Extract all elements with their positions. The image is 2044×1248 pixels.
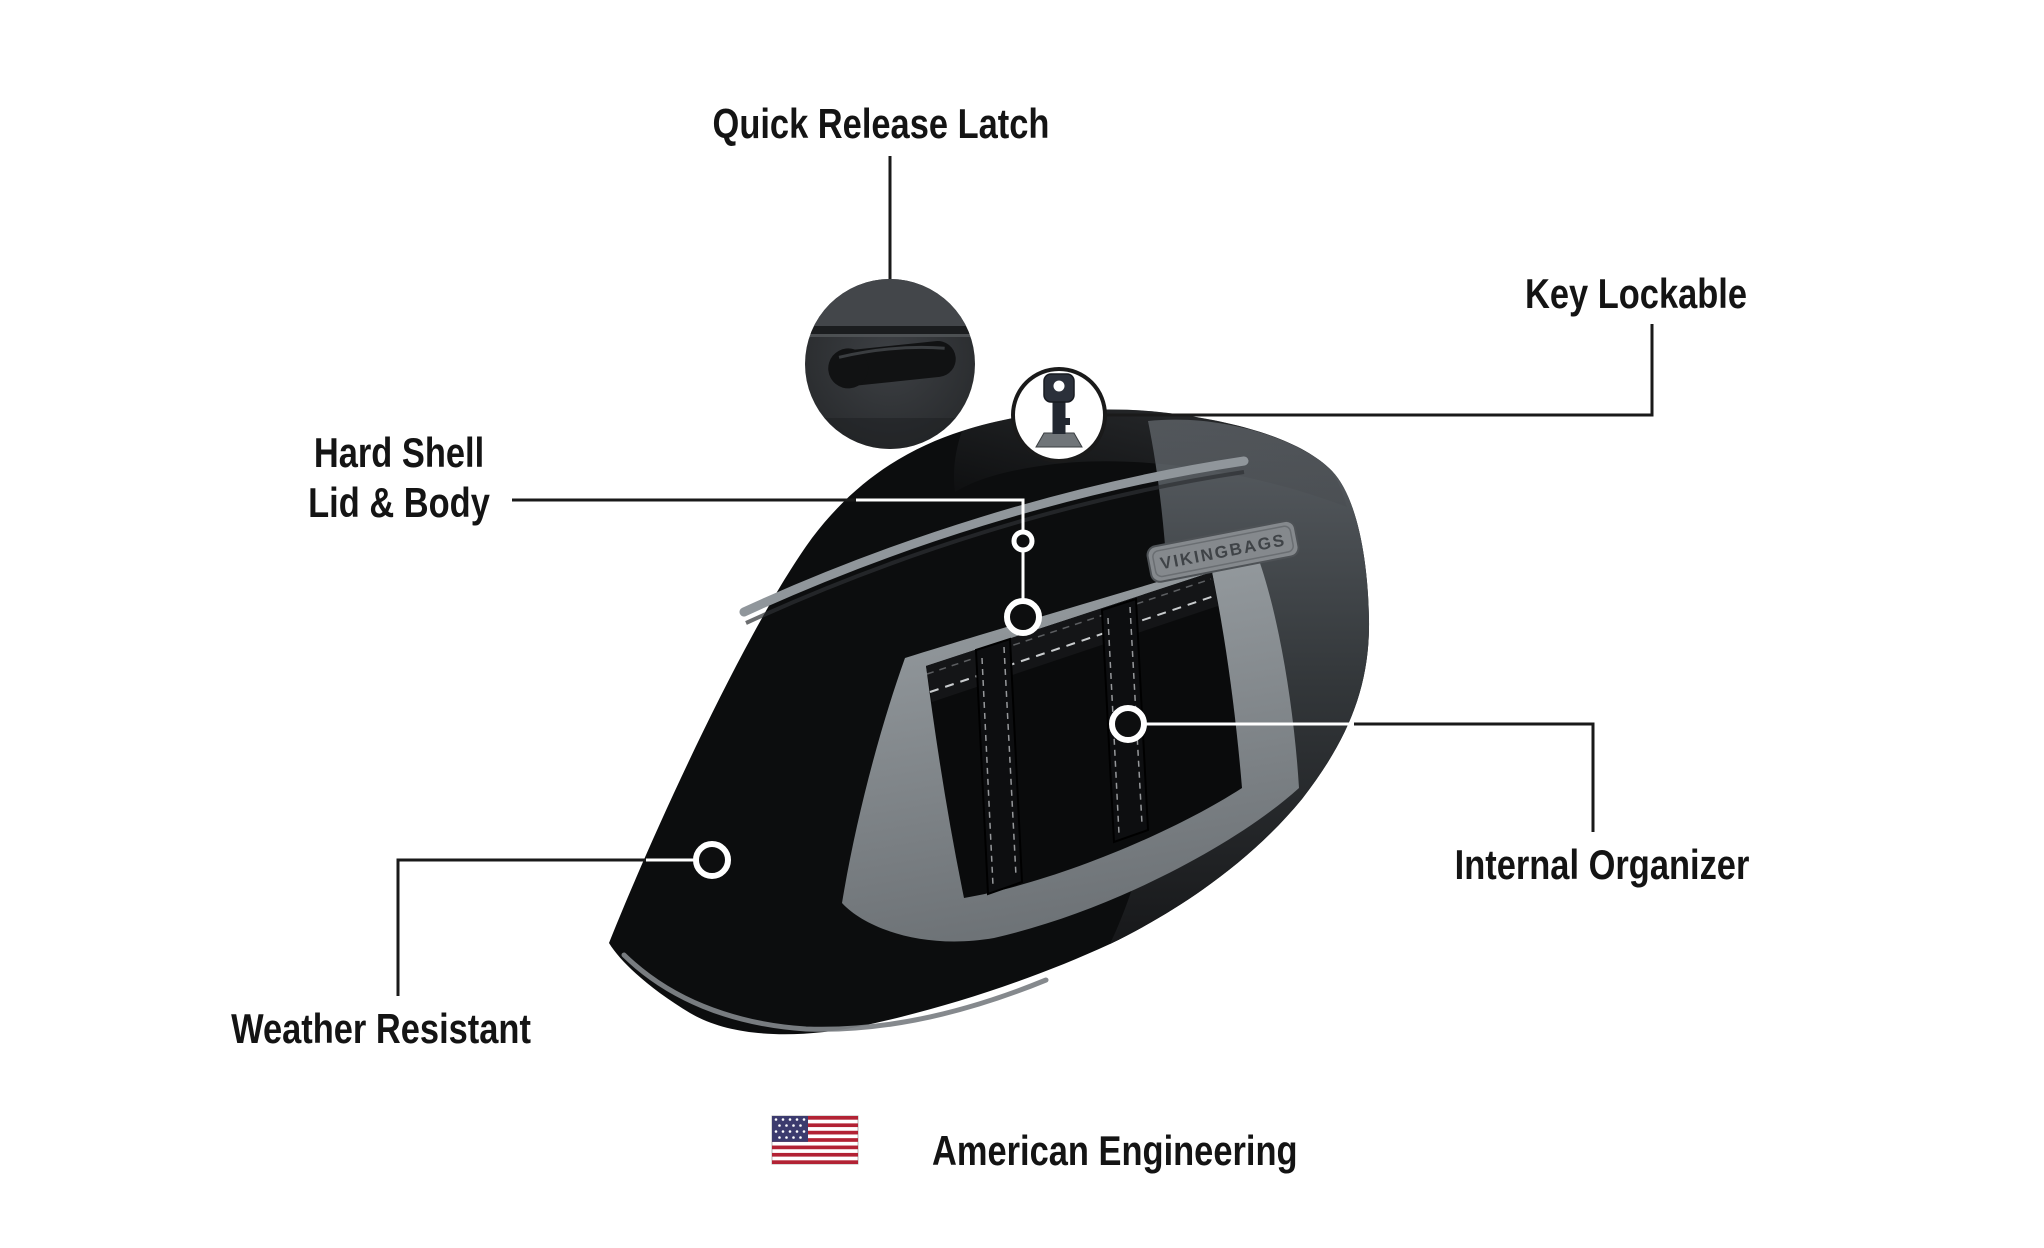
hard-shell-label-line2: Lid & Body <box>308 478 490 526</box>
weather-resistant-callout-line <box>396 858 648 996</box>
organizer-strap-left <box>974 637 1024 896</box>
us-flag-icon <box>771 1115 859 1165</box>
quick-release-latch-inset <box>805 279 975 449</box>
saddlebag-illustration: VIKINGBAGS <box>609 409 1370 1035</box>
key-icon <box>1035 373 1083 448</box>
lid-seam-shadow <box>745 470 1245 625</box>
key-lock-inset <box>1011 367 1107 463</box>
lid-seam-piping <box>739 456 1249 617</box>
hard-shell-callout-line-white <box>856 498 1025 617</box>
internal-organizer-label: Internal Organizer <box>1454 841 1750 888</box>
key-lockable-label: Key Lockable <box>1524 270 1748 317</box>
callout-lines <box>396 156 1654 996</box>
organizer-stitch-line-top <box>926 578 1212 675</box>
key-lockable-callout-line <box>1105 324 1654 417</box>
american-engineering-label: American Engineering <box>932 1127 1298 1174</box>
hard-shell-label: Hard Shell Lid & Body <box>235 428 563 527</box>
internal-organizer-marker <box>1109 705 1147 743</box>
flag-stars <box>774 1118 806 1139</box>
latch-inset-seam <box>805 326 975 334</box>
latch-handle <box>828 340 956 389</box>
bottom-piping <box>621 952 1049 1032</box>
weather-resistant-label: Weather Resistant <box>231 1005 531 1052</box>
internal-organizer-callout-line <box>1352 722 1595 832</box>
latch-inset-highlight <box>805 334 975 337</box>
hard-shell-lid-marker <box>1011 529 1035 553</box>
quick-release-latch-label: Quick Release Latch <box>712 100 1050 147</box>
callout-markers <box>693 529 1147 879</box>
hard-shell-body-marker <box>1004 598 1042 636</box>
brand-badge: VIKINGBAGS <box>1146 519 1300 583</box>
latch-inset-upper <box>805 279 975 326</box>
weather-resistant-marker <box>693 841 731 879</box>
hard-shell-label-line1: Hard Shell <box>313 429 485 476</box>
